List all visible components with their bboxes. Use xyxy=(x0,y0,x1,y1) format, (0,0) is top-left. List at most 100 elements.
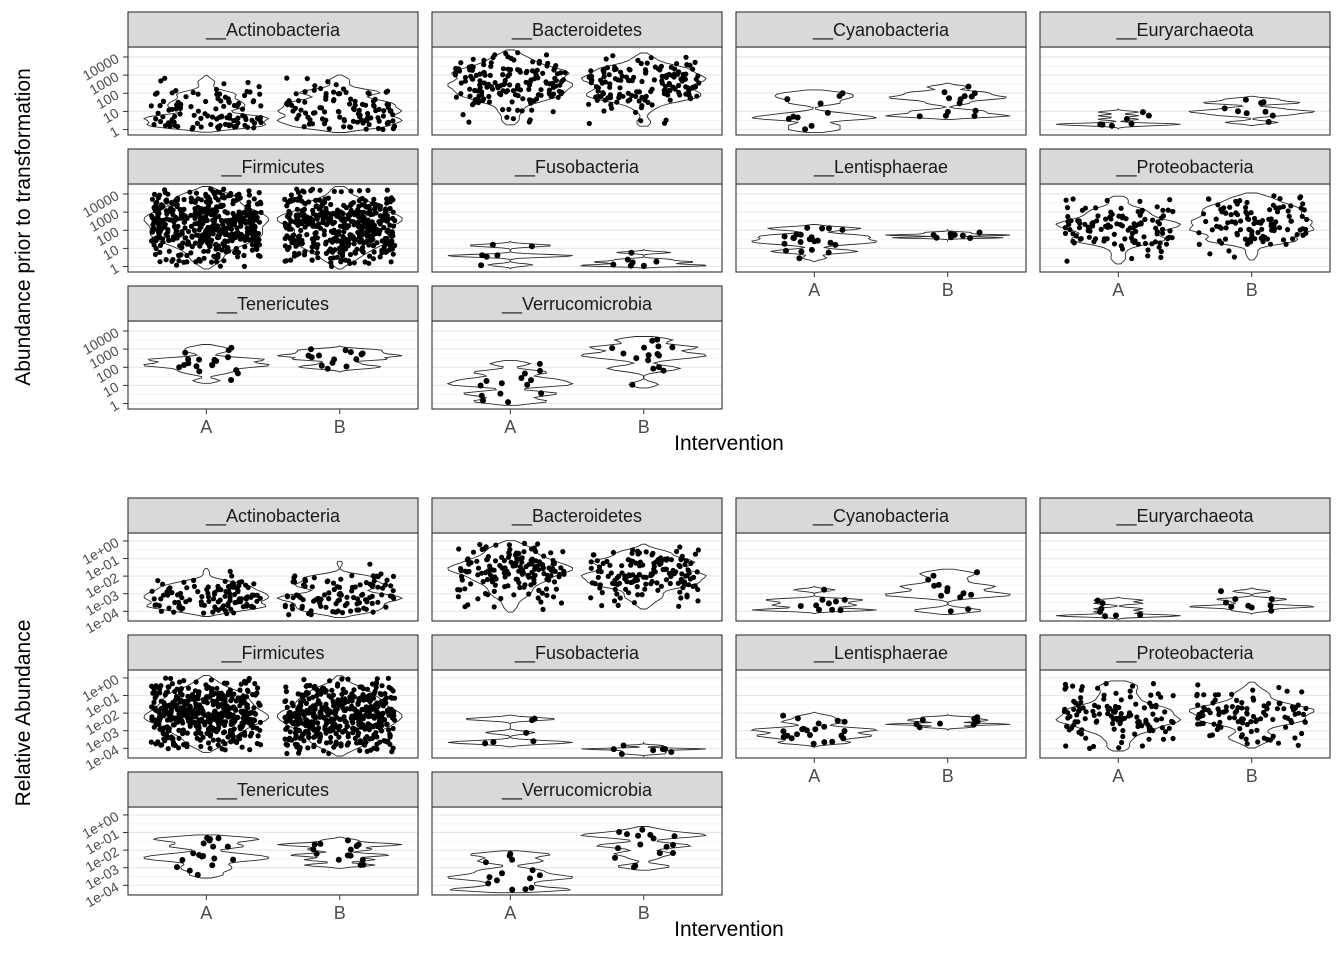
data-point xyxy=(240,604,246,610)
data-point xyxy=(645,352,652,359)
data-point xyxy=(507,82,513,88)
data-point xyxy=(289,737,295,743)
data-point xyxy=(492,558,499,564)
data-point xyxy=(529,867,536,874)
data-point xyxy=(215,96,221,102)
data-point xyxy=(1142,240,1148,247)
data-point xyxy=(327,728,333,734)
data-point xyxy=(484,84,490,90)
data-point xyxy=(200,840,207,847)
data-point xyxy=(352,249,358,255)
data-point xyxy=(255,733,261,739)
data-point xyxy=(192,199,198,205)
data-point xyxy=(254,740,260,747)
data-point xyxy=(190,708,196,714)
points-B xyxy=(282,561,397,618)
x-axis-title-relative: Intervention xyxy=(674,918,784,941)
data-point xyxy=(489,241,496,248)
data-point xyxy=(684,592,690,598)
data-point xyxy=(210,217,216,223)
data-point xyxy=(323,241,329,247)
data-point xyxy=(623,74,630,80)
data-point xyxy=(349,573,355,579)
data-point xyxy=(382,210,388,216)
data-point xyxy=(1094,597,1101,604)
data-point xyxy=(500,66,506,72)
data-point xyxy=(494,252,501,259)
data-point xyxy=(1150,217,1156,223)
data-point xyxy=(1116,213,1122,219)
data-point xyxy=(205,726,212,732)
facet-fusobacteria: __Fusobacteria xyxy=(431,634,723,759)
data-point xyxy=(297,711,303,717)
data-point xyxy=(482,740,489,747)
data-point xyxy=(359,238,365,244)
data-point xyxy=(191,583,197,589)
data-point xyxy=(620,93,626,99)
data-point xyxy=(617,595,623,601)
data-point xyxy=(616,573,622,579)
data-point xyxy=(1281,706,1287,712)
data-point xyxy=(195,696,201,702)
data-point xyxy=(1201,211,1207,217)
data-point xyxy=(222,578,228,584)
data-point xyxy=(668,573,674,580)
data-point xyxy=(310,846,317,853)
data-point xyxy=(466,119,472,125)
data-point xyxy=(1263,712,1269,718)
data-point xyxy=(663,117,669,123)
data-point xyxy=(348,96,354,102)
data-point xyxy=(1139,743,1145,749)
data-point xyxy=(250,691,256,698)
data-point xyxy=(224,843,231,850)
data-point xyxy=(238,231,244,237)
data-point xyxy=(502,81,508,87)
data-point xyxy=(311,87,317,93)
data-point xyxy=(190,89,196,96)
data-point xyxy=(1126,710,1133,716)
data-point xyxy=(533,548,539,555)
data-point xyxy=(183,599,189,605)
data-point xyxy=(351,107,357,113)
data-point xyxy=(1248,719,1254,725)
data-point xyxy=(240,113,246,119)
data-point xyxy=(172,122,178,129)
data-point xyxy=(644,60,650,66)
data-point xyxy=(505,66,511,72)
data-point xyxy=(343,246,349,252)
data-point xyxy=(523,564,529,570)
data-point xyxy=(182,349,189,356)
data-point xyxy=(335,91,341,97)
data-point xyxy=(148,739,154,745)
data-point xyxy=(798,248,805,255)
data-point xyxy=(1123,216,1129,222)
data-point xyxy=(626,590,632,596)
data-point xyxy=(208,211,214,217)
data-point xyxy=(371,196,377,202)
data-point xyxy=(497,83,503,89)
data-point xyxy=(1170,735,1176,742)
points-B xyxy=(610,249,660,269)
data-point xyxy=(1276,684,1282,691)
data-point xyxy=(1276,225,1283,231)
data-point xyxy=(257,253,263,259)
facet-title: __Bacteroidetes xyxy=(511,506,642,527)
data-point xyxy=(1244,721,1250,728)
data-point xyxy=(453,69,459,76)
data-point xyxy=(196,356,203,363)
data-point xyxy=(328,216,334,222)
data-point xyxy=(311,841,318,848)
data-point xyxy=(548,573,554,579)
data-point xyxy=(328,734,334,741)
data-point xyxy=(1131,239,1137,246)
points-B xyxy=(1194,682,1309,748)
data-point xyxy=(1234,230,1240,236)
data-point xyxy=(1218,206,1224,213)
data-point xyxy=(1299,689,1305,695)
panel-background xyxy=(736,670,1026,758)
data-point xyxy=(625,90,631,96)
data-point xyxy=(629,381,636,388)
data-point xyxy=(1117,719,1123,725)
data-point xyxy=(193,190,199,196)
